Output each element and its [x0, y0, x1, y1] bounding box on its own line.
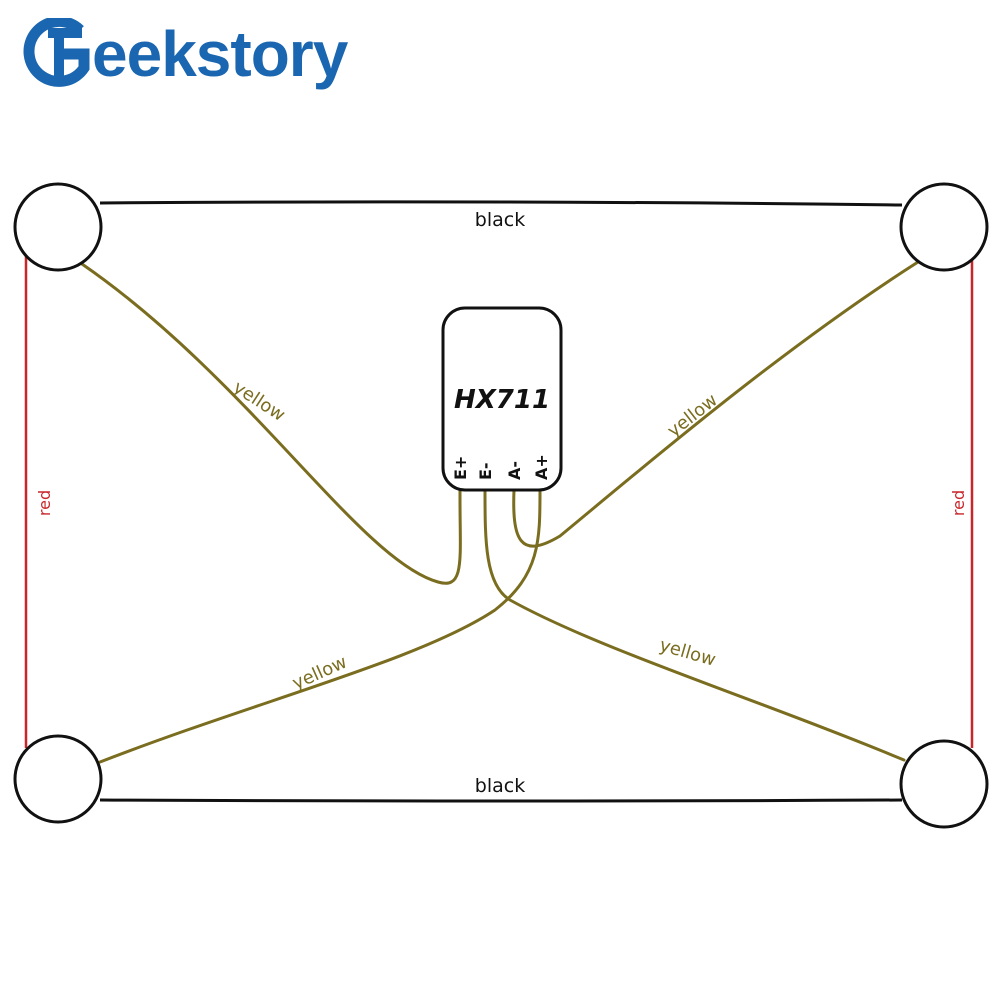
label-yellow-bottom-right: yellow — [657, 635, 718, 671]
label-bottom-black: black — [475, 775, 525, 797]
label-top-black: black — [475, 209, 525, 231]
load-cell-top-left — [13, 182, 103, 272]
label-yellow-bottom-left: yellow — [289, 652, 350, 695]
hx711-module — [441, 306, 563, 492]
label-yellow-top-right: yellow — [664, 390, 722, 442]
pin-label-a-plus: A+ — [532, 454, 551, 480]
logo-text: eekstory — [92, 18, 348, 90]
pin-label-e-minus: E- — [476, 462, 495, 480]
geekstory-logo: eekstory — [22, 14, 348, 94]
wire-yellow-bottom-right — [483, 488, 906, 762]
pin-label-a-minus: A- — [505, 461, 524, 480]
label-left-red: red — [35, 490, 54, 516]
label-right-red: red — [949, 490, 968, 516]
wire-yellow-bottom-left — [98, 488, 542, 764]
load-cell-top-right — [899, 182, 989, 272]
load-cell-bottom-right — [899, 739, 989, 829]
logo-g-mark-icon — [23, 18, 90, 87]
pin-label-e-plus: E+ — [451, 456, 470, 480]
wire-bottom-black — [99, 798, 903, 803]
hx711-label: HX711 — [454, 385, 550, 415]
wire-yellow-top-left — [80, 262, 462, 585]
load-cell-bottom-left — [13, 734, 103, 824]
wire-top-black — [99, 200, 903, 207]
wire-yellow-top-right — [512, 260, 920, 548]
